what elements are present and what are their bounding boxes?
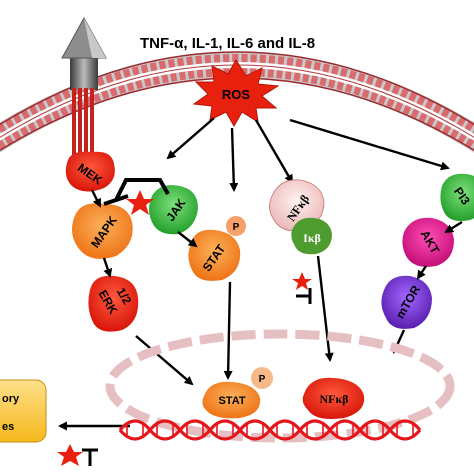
pi3k-node: PI3: [440, 173, 474, 221]
nfkb-nuc-node: NFκβ: [302, 377, 365, 419]
stat-cyto-node: P STAT: [188, 216, 246, 281]
stat-nuc-p-label: P: [259, 374, 266, 385]
phospho-nuc-icon: [251, 367, 273, 389]
dna-helix: [118, 419, 422, 441]
stat-nuc-node: P STAT: [202, 367, 273, 419]
ros-burst: ROS: [192, 59, 280, 128]
phospho-icon: [226, 216, 246, 236]
erk-node: ERK 1/2: [88, 275, 139, 332]
ikb-node: Iκβ: [291, 217, 332, 255]
mtor-node: mTOR: [381, 275, 432, 329]
receptor: [61, 16, 107, 160]
nfkb-nuc-label: NFκβ: [320, 392, 349, 406]
pathway-arrows: [58, 189, 463, 431]
akt-node: AKT: [402, 217, 454, 267]
output-line-2: es: [2, 421, 14, 433]
inhibitor-star-icon: [126, 190, 154, 215]
inhibitor-output: [57, 444, 98, 466]
output-line-1: ory: [2, 393, 20, 405]
ros-arrows: [166, 117, 450, 192]
jak-node: JAK: [149, 185, 198, 235]
mapk-node: MAPK: [72, 203, 133, 259]
nuclear-envelope: [105, 329, 455, 443]
output-box: ory es: [0, 379, 47, 443]
inhibitor-star-icon-3: [57, 444, 83, 466]
inhibitor-nfkb: [292, 272, 312, 304]
mek-node: MEK: [65, 151, 115, 192]
cytokine-label: TNF-α, IL-1, IL-6 and IL-8: [140, 35, 315, 52]
stat-cyto-p-label: P: [233, 222, 240, 233]
ros-label: ROS: [222, 87, 251, 102]
ikb-label: Iκβ: [303, 231, 321, 245]
inhibition-bracket: [103, 178, 170, 206]
stat-nuc-label: STAT: [218, 395, 245, 407]
inhibitor-star-icon-2: [292, 272, 312, 290]
